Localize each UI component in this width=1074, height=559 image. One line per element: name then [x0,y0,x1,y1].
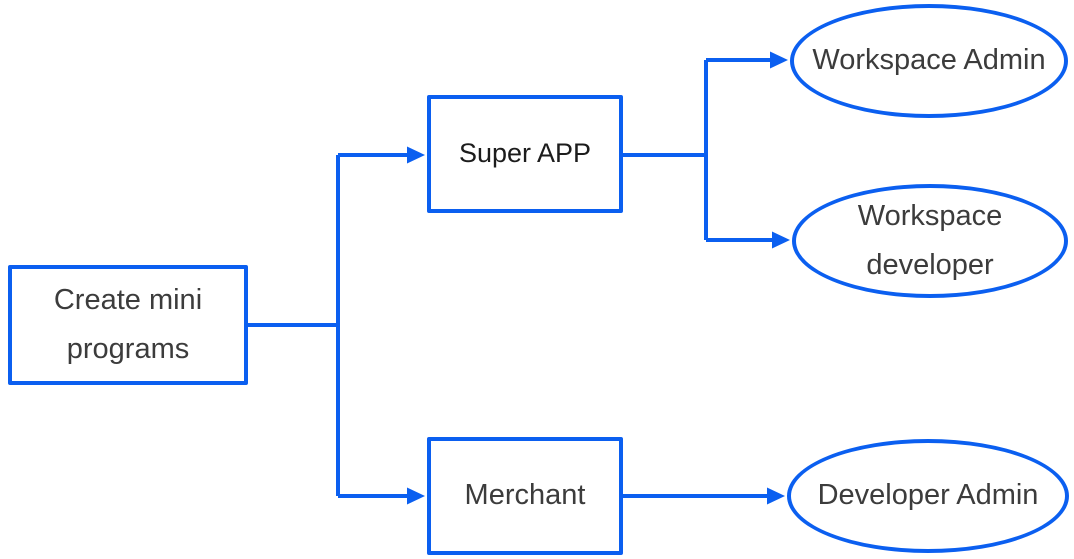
node-super-app: Super APP [427,95,623,213]
node-create-mini-programs-label: Create mini programs [53,283,203,365]
node-developer-admin: Developer Admin [787,439,1069,553]
edge-super-app-branch [623,58,774,242]
node-merchant-label: Merchant [464,479,586,512]
node-workspace-admin: Workspace Admin [790,4,1068,118]
arrowhead-to-super-app [407,146,425,164]
arrowhead-to-workspace-developer [772,231,790,249]
node-workspace-developer-label: Workspace developer [857,199,1003,281]
arrowhead-to-developer-admin [767,487,785,505]
edge-create-branch [248,153,409,498]
arrowhead-to-merchant [407,487,425,505]
node-workspace-developer: Workspace developer [792,184,1068,298]
node-super-app-label: Super APP [458,138,592,169]
node-create-mini-programs: Create mini programs [8,265,248,385]
node-workspace-admin-label: Workspace Admin [812,44,1046,77]
node-developer-admin-label: Developer Admin [817,479,1039,512]
arrowhead-to-workspace-admin [770,51,788,69]
node-merchant: Merchant [427,437,623,555]
